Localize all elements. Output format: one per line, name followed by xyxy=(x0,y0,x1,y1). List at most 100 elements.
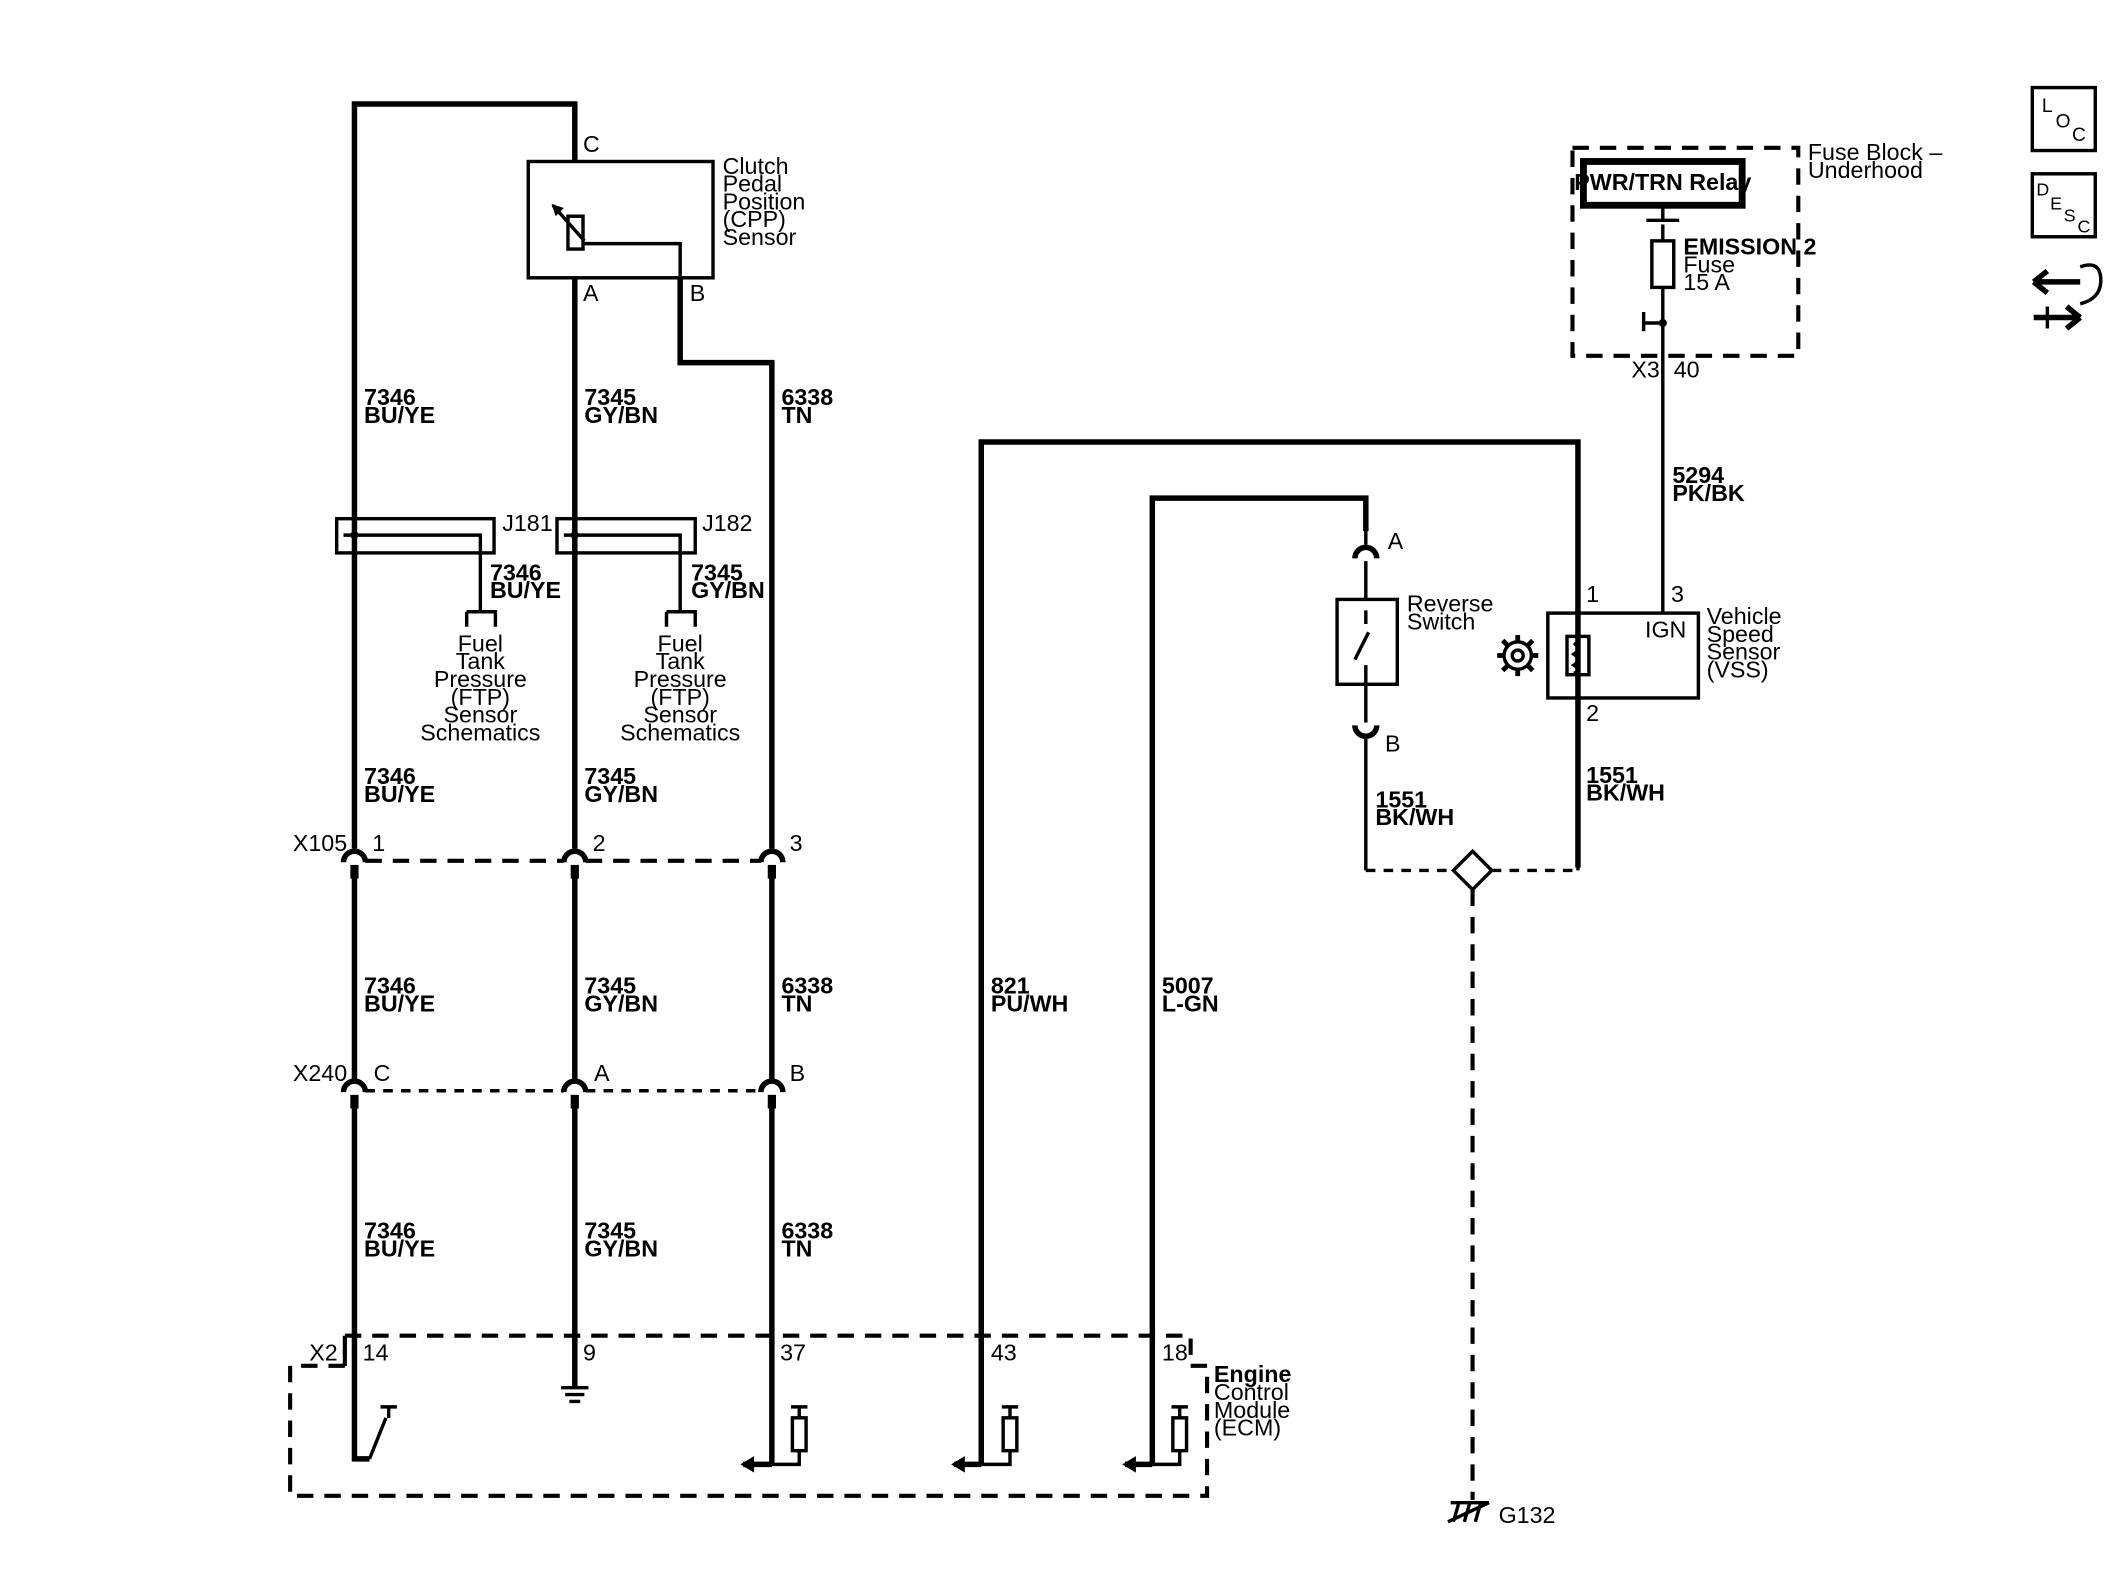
wire-label-7346: 7346 BU/YE xyxy=(364,973,435,1017)
reverse-switch: A B Reverse Switch 1551 BK/WH xyxy=(1335,528,1493,871)
emission-2-fuse xyxy=(1650,239,1676,290)
svg-text:5007: 5007 xyxy=(1162,973,1214,999)
svg-text:GY/BN: GY/BN xyxy=(691,577,765,603)
svg-text:37: 37 xyxy=(780,1339,806,1365)
svg-text:Schematics: Schematics xyxy=(620,719,740,745)
wire-821: 821 PU/WH xyxy=(978,439,1581,1465)
ground-g132: G132 xyxy=(1447,1500,1555,1528)
connector-x240: X240 C A B xyxy=(293,1060,806,1109)
svg-text:TN: TN xyxy=(781,1235,812,1261)
svg-text:Fuse: Fuse xyxy=(1683,251,1735,277)
wire-label-7346: 7346 BU/YE xyxy=(364,1218,435,1262)
wire-5007: 5007 L-GN xyxy=(1149,495,1369,1465)
svg-text:Speed: Speed xyxy=(1707,621,1774,647)
svg-text:Schematics: Schematics xyxy=(420,719,540,745)
cpp-pin-c: C xyxy=(583,131,600,157)
svg-text:7346: 7346 xyxy=(364,384,416,410)
svg-text:B: B xyxy=(1385,730,1401,756)
cpp-label-line: Pedal xyxy=(723,171,782,197)
svg-text:X240: X240 xyxy=(293,1060,347,1086)
ecm-resistor-input xyxy=(740,1405,808,1473)
svg-text:PK/BK: PK/BK xyxy=(1672,480,1745,506)
cpp-sensor: C A B Clutch Pedal Position (CPP) Sensor xyxy=(526,131,805,306)
svg-text:7346: 7346 xyxy=(364,763,416,789)
svg-text:E: E xyxy=(2050,193,2062,213)
svg-text:Tank: Tank xyxy=(656,648,705,674)
svg-text:Control: Control xyxy=(1214,1379,1289,1405)
svg-text:Module: Module xyxy=(1214,1397,1290,1423)
ecm-connector-x2: X2 xyxy=(309,1339,337,1365)
svg-text:Pressure: Pressure xyxy=(434,666,527,692)
svg-text:7345: 7345 xyxy=(584,973,636,999)
svg-text:Engine: Engine xyxy=(1214,1361,1292,1387)
vehicle-speed-sensor: IGN 1 3 2 Vehicle Speed Sensor (VSS) 155… xyxy=(1546,581,1782,806)
svg-text:1551: 1551 xyxy=(1586,762,1638,788)
ground-splice xyxy=(1365,848,1578,1500)
svg-text:C: C xyxy=(2072,125,2086,146)
svg-text:C: C xyxy=(2077,217,2090,237)
wire-5294: 5294 PK/BK xyxy=(1661,322,1745,614)
svg-text:S: S xyxy=(2064,206,2076,226)
ftp-reference-label: Fuel Tank Pressure (FTP) Sensor Schemati… xyxy=(620,630,740,745)
svg-text:A: A xyxy=(1388,528,1404,554)
svg-text:9: 9 xyxy=(583,1339,596,1365)
svg-text:Vehicle: Vehicle xyxy=(1707,603,1782,629)
svg-text:L: L xyxy=(2042,96,2053,117)
svg-text:X3: X3 xyxy=(1631,357,1659,383)
wire-label-6338: 6338 TN xyxy=(781,1218,833,1262)
loc-icon[interactable]: L O C xyxy=(2030,85,2097,153)
wire-label-6338: 6338 TN xyxy=(781,973,833,1017)
ecm-switch-input xyxy=(367,1405,397,1460)
svg-text:1: 1 xyxy=(372,830,385,856)
svg-text:(VSS): (VSS) xyxy=(1707,656,1769,682)
svg-text:BU/YE: BU/YE xyxy=(364,781,435,807)
svg-text:7346: 7346 xyxy=(364,1218,416,1244)
wire-label-7345: 7345 GY/BN xyxy=(584,973,658,1017)
svg-text:43: 43 xyxy=(991,1339,1017,1365)
svg-text:6338: 6338 xyxy=(781,973,833,999)
svg-text:GY/BN: GY/BN xyxy=(584,781,658,807)
svg-text:C: C xyxy=(374,1060,391,1086)
svg-text:2: 2 xyxy=(1586,700,1599,726)
svg-text:7345: 7345 xyxy=(584,763,636,789)
svg-text:821: 821 xyxy=(991,973,1030,999)
svg-text:O: O xyxy=(2056,111,2071,132)
svg-text:14: 14 xyxy=(363,1339,389,1365)
svg-text:(FTP): (FTP) xyxy=(650,684,709,710)
svg-text:PU/WH: PU/WH xyxy=(991,990,1069,1016)
fuse-block-underhood: Fuse Block – Underhood PWR/TRN Relay EMI… xyxy=(1570,139,1942,383)
svg-text:Tank: Tank xyxy=(456,648,505,674)
desc-icon[interactable]: D E S C xyxy=(2030,172,2097,239)
wire-label-7346-upper: 7346 BU/YE xyxy=(364,384,435,428)
svg-text:B: B xyxy=(790,1060,806,1086)
svg-text:Fuel: Fuel xyxy=(658,630,703,656)
harness-navigation-icon[interactable] xyxy=(2031,263,2103,331)
svg-text:Sensor: Sensor xyxy=(1707,639,1781,665)
svg-text:TN: TN xyxy=(781,402,812,428)
svg-text:Sensor: Sensor xyxy=(444,702,518,728)
svg-text:J182: J182 xyxy=(702,510,752,536)
ecm-ground-symbol xyxy=(561,1386,589,1404)
svg-text:J181: J181 xyxy=(502,510,552,536)
svg-text:1: 1 xyxy=(1586,581,1599,607)
svg-text:(FTP): (FTP) xyxy=(451,684,510,710)
gear-icon xyxy=(1497,635,1539,677)
svg-text:X105: X105 xyxy=(293,830,347,856)
svg-text:Sensor: Sensor xyxy=(643,702,717,728)
wire-label-6338-upper: 6338 TN xyxy=(781,384,833,428)
svg-text:6338: 6338 xyxy=(781,1218,833,1244)
svg-text:7346: 7346 xyxy=(490,559,542,585)
wire-label-7345: 7345 GY/BN xyxy=(584,763,658,807)
svg-text:2: 2 xyxy=(593,830,606,856)
ftp-reference-label: Fuel Tank Pressure (FTP) Sensor Schemati… xyxy=(420,630,540,745)
splice-j182: J182 7345 GY/BN xyxy=(555,510,765,627)
cpp-label-line: Clutch xyxy=(723,153,789,179)
svg-text:Pressure: Pressure xyxy=(634,666,727,692)
svg-text:L-GN: L-GN xyxy=(1162,990,1219,1016)
svg-text:15 A: 15 A xyxy=(1683,269,1730,295)
svg-text:GY/BN: GY/BN xyxy=(584,1235,658,1261)
connector-x105: X105 1 2 3 xyxy=(293,830,803,879)
ecm-resistor-input xyxy=(951,1405,1019,1473)
